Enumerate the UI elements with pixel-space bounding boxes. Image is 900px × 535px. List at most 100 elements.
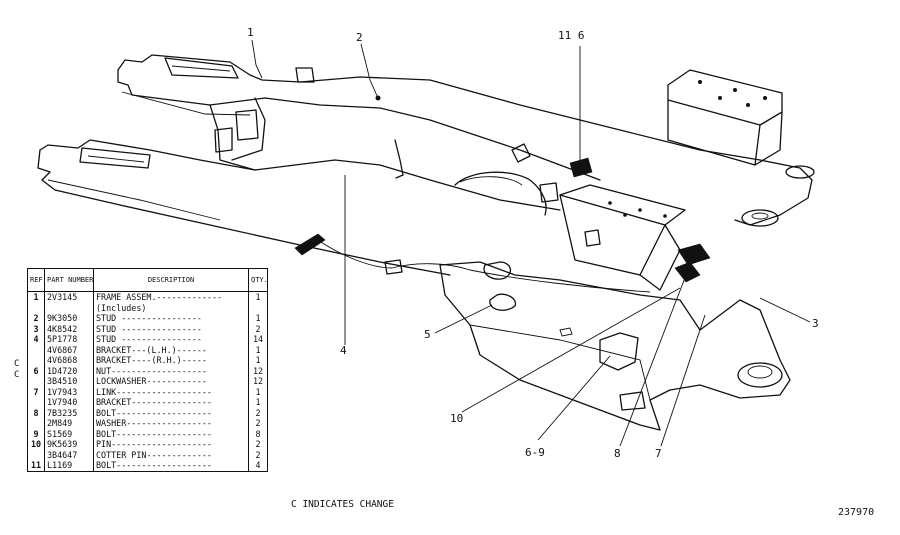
cell-description: COTTER PIN------------- xyxy=(93,449,249,460)
cell-description: BOLT------------------- xyxy=(93,428,249,439)
rear-round-pad xyxy=(741,165,815,227)
cell-part-number: 9K5639 xyxy=(44,439,94,450)
rear-tower-bracket xyxy=(667,69,783,166)
cell-part-number: 4K8542 xyxy=(44,323,94,334)
cell-description: (Includes) xyxy=(93,302,249,313)
cell-qty: 1 xyxy=(248,313,268,324)
header-description: DESCRIPTION xyxy=(93,268,249,292)
cell-ref-no xyxy=(27,397,45,408)
cell-ref-no xyxy=(27,418,45,429)
cell-description: NUT------------------- xyxy=(93,365,249,376)
cell-part-number xyxy=(44,302,94,313)
cell-part-number: 5P1778 xyxy=(44,334,94,345)
cell-ref-no xyxy=(27,449,45,460)
cell-ref-no xyxy=(27,355,45,366)
cell-ref-no: 9 xyxy=(27,428,45,439)
center-tower xyxy=(559,184,686,291)
cell-part-number: 1V7943 xyxy=(44,386,94,397)
cell-ref-no: 8 xyxy=(27,407,45,418)
table-row: 4V6868 BRACKET----(R.H.)-----1 xyxy=(27,355,268,366)
top-bracket xyxy=(375,95,593,178)
cell-qty xyxy=(248,302,268,313)
cell-description: BRACKET---(L.H.)------ xyxy=(93,344,249,355)
cell-description: BOLT------------------- xyxy=(93,460,249,472)
drawing-number: 237970 xyxy=(838,507,875,518)
callout-11-6: 11 6 xyxy=(558,29,585,42)
parts-table: REF NO. PART NUMBER DESCRIPTION QTY. 12V… xyxy=(27,268,268,472)
cell-qty: 14 xyxy=(248,334,268,345)
cell-qty: 12 xyxy=(248,376,268,387)
leader-lines xyxy=(251,39,811,447)
cell-part-number: 4V6868 xyxy=(44,355,94,366)
cell-description: LINK------------------- xyxy=(93,386,249,397)
change-mark: C xyxy=(14,359,20,369)
cell-ref-no: 4 xyxy=(27,334,45,345)
table-row: 4V6867 BRACKET---(L.H.)------1 xyxy=(27,344,268,355)
cell-qty: 12 xyxy=(248,365,268,376)
upper-side-rail xyxy=(117,54,813,226)
cell-ref-no: 7 xyxy=(27,386,45,397)
wire-harness xyxy=(294,233,651,293)
cell-description: STUD ---------------- xyxy=(93,323,249,334)
callout-2: 2 xyxy=(356,31,363,44)
cell-part-number: L1169 xyxy=(44,460,94,472)
cell-description: STUD ---------------- xyxy=(93,334,249,345)
cell-ref-no: 1 xyxy=(27,291,45,303)
callout-7: 7 xyxy=(655,447,662,460)
change-note: C INDICATES CHANGE xyxy=(291,499,394,510)
cell-qty: 4 xyxy=(248,460,268,472)
engine-bay xyxy=(454,171,559,216)
cell-ref-no: 3 xyxy=(27,323,45,334)
cell-description: FRAME ASSEM.------------- xyxy=(93,291,249,303)
cell-part-number: 1D4720 xyxy=(44,365,94,376)
change-mark: C xyxy=(14,370,20,380)
cell-ref-no xyxy=(27,302,45,313)
cell-part-number: 2V3145 xyxy=(44,291,94,303)
cell-part-number: 3B4647 xyxy=(44,449,94,460)
header-ref-no: REF NO. xyxy=(27,268,45,292)
cell-description: PIN-------------------- xyxy=(93,439,249,450)
header-part-number: PART NUMBER xyxy=(44,268,94,292)
callout-5: 5 xyxy=(424,328,431,341)
cell-qty: 1 xyxy=(248,386,268,397)
cell-ref-no xyxy=(27,344,45,355)
table-row: (Includes) xyxy=(27,302,268,313)
cell-qty: 1 xyxy=(248,344,268,355)
callout-10: 10 xyxy=(450,412,464,425)
cell-description: LOCKWASHER------------ xyxy=(93,376,249,387)
table-header-row: REF NO. PART NUMBER DESCRIPTION QTY. xyxy=(27,268,268,292)
cell-ref-no xyxy=(27,376,45,387)
cell-part-number: 4V6867 xyxy=(44,344,94,355)
header-qty: QTY. xyxy=(248,268,268,292)
cell-part-number: 9K3050 xyxy=(44,313,94,324)
cell-part-number: 3B4510 xyxy=(44,376,94,387)
cell-part-number: 7B3235 xyxy=(44,407,94,418)
cell-part-number: 2M849 xyxy=(44,418,94,429)
cell-description: STUD ---------------- xyxy=(93,313,249,324)
cell-part-number: 1V7940 xyxy=(44,397,94,408)
cell-qty: 2 xyxy=(248,418,268,429)
cell-qty: 2 xyxy=(248,449,268,460)
callout-3: 3 xyxy=(812,317,819,330)
callout-4: 4 xyxy=(340,344,347,357)
cell-qty: 2 xyxy=(248,323,268,334)
callout-8: 8 xyxy=(614,447,621,460)
cell-part-number: S1569 xyxy=(44,428,94,439)
cell-qty: 2 xyxy=(248,439,268,450)
cell-ref-no: 6 xyxy=(27,365,45,376)
cell-ref-no: 11 xyxy=(27,460,45,472)
cell-qty: 1 xyxy=(248,355,268,366)
cell-qty: 1 xyxy=(248,397,268,408)
